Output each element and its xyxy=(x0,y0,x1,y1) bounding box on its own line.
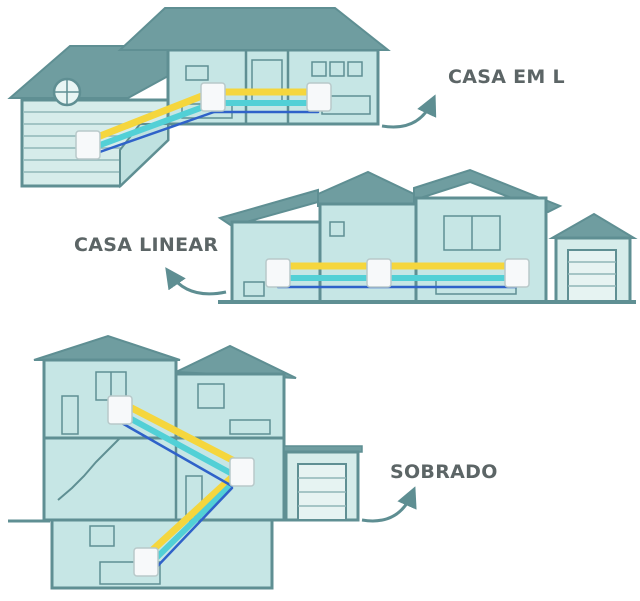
linear-house-routers xyxy=(265,258,530,288)
two-story-house-routers xyxy=(107,395,255,577)
label-l-house: CASA EM L xyxy=(448,66,565,88)
two-story-house-signals xyxy=(118,400,244,576)
linear-house-illustration xyxy=(165,168,638,304)
label-linear-house: CASA LINEAR xyxy=(74,234,219,256)
l-house-signals xyxy=(86,88,322,156)
l-house-routers xyxy=(75,82,332,160)
linear-house-signals xyxy=(274,262,520,289)
label-two-story-house: SOBRADO xyxy=(390,461,498,483)
l-house-arrow xyxy=(381,94,437,129)
two-story-house-illustration xyxy=(8,334,417,590)
l-house-illustration xyxy=(7,7,437,189)
two-story-house-arrow xyxy=(361,486,417,523)
garage-door xyxy=(567,249,617,303)
linear-house-arrow xyxy=(165,267,227,296)
